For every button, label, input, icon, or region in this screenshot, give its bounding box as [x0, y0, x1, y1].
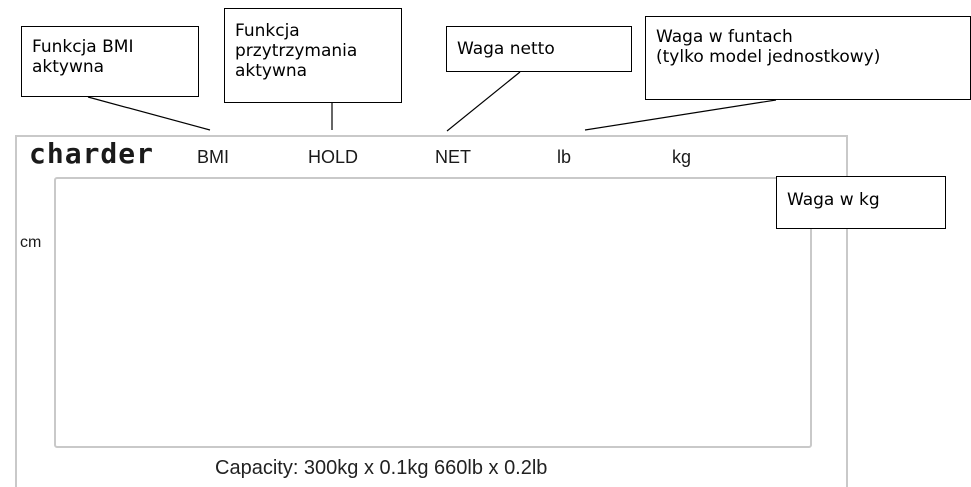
- callout-bmi-active: Funkcja BMI aktywna: [21, 26, 199, 97]
- indicator-lb: lb: [557, 147, 572, 167]
- callout-weight-kg: Waga w kg: [776, 176, 946, 229]
- indicator-hold: HOLD: [308, 147, 359, 167]
- connector-lb: [584, 99, 777, 131]
- lcd-screen: [54, 177, 812, 448]
- connector-net: [446, 71, 521, 132]
- indicator-kg: kg: [672, 147, 692, 167]
- connector-bmi: [87, 96, 211, 131]
- scale-display-panel: charder BMI HOLD NET lb kg: [15, 135, 848, 487]
- callout-weight-pounds: Waga w funtach (tylko model jednostkowy): [645, 16, 971, 100]
- indicator-net: NET: [435, 147, 471, 167]
- capacity-label: Capacity: 300kg x 0.1kg 660lb x 0.2lb: [215, 457, 548, 479]
- indicator-bmi: BMI: [197, 147, 230, 167]
- callout-net-weight: Waga netto: [446, 26, 632, 72]
- brand-logo: charder: [29, 137, 155, 170]
- callout-hold-active: Funkcja przytrzymania aktywna: [224, 8, 402, 103]
- unit-cm-label: cm: [20, 234, 42, 251]
